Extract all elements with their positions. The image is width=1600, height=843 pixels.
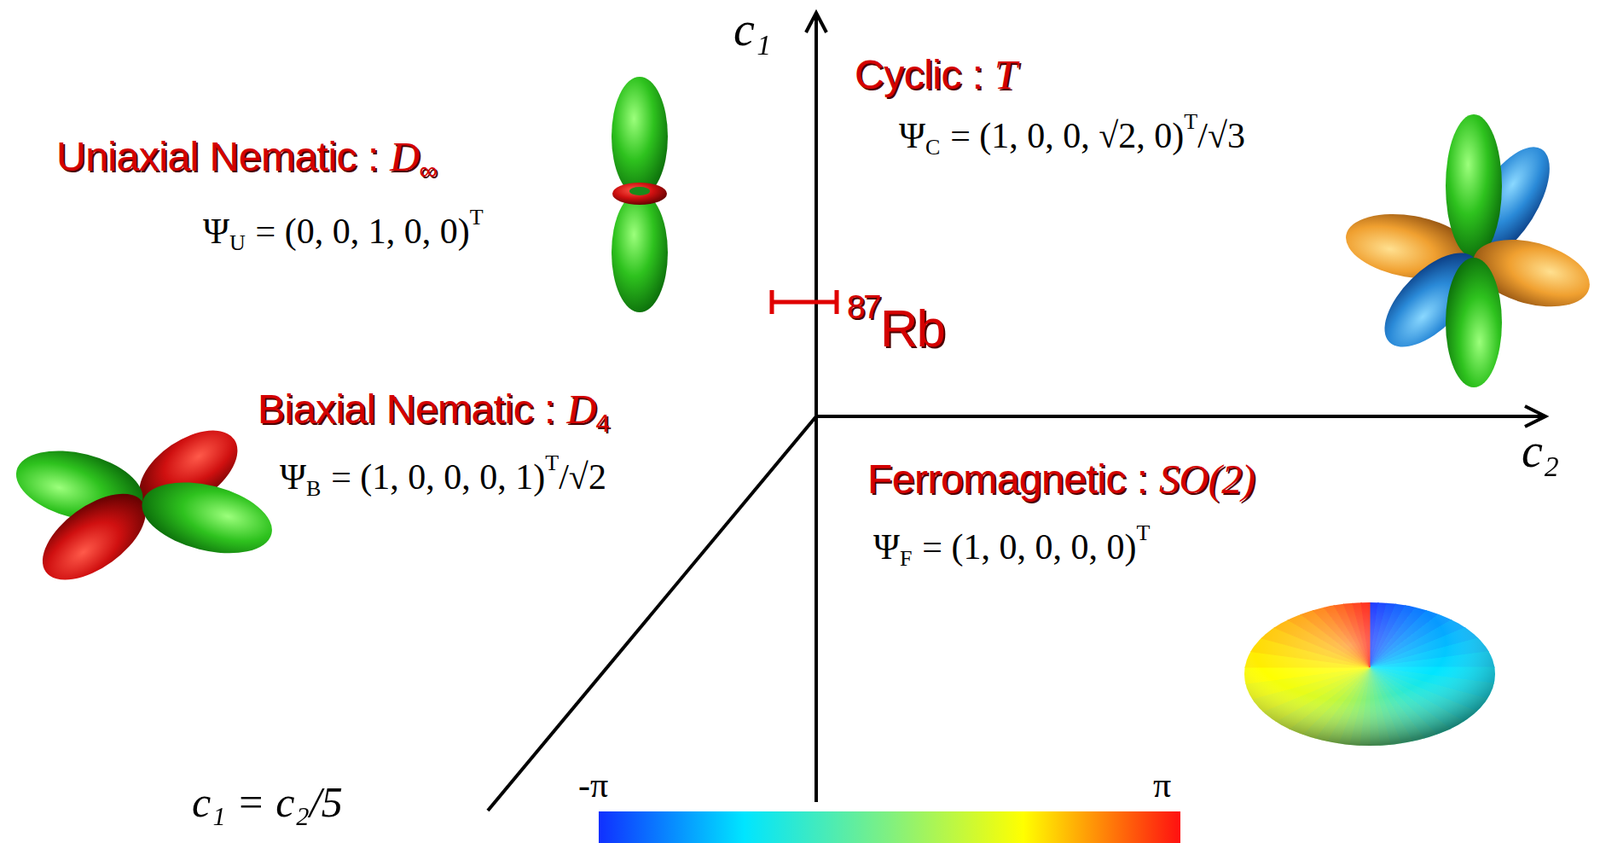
phase-formula-part: = (0, 0, 1, 0, 0) xyxy=(255,211,470,251)
phase-formula-part: F xyxy=(899,545,912,571)
biaxial-orbital xyxy=(8,413,279,597)
element-label-part: 87 xyxy=(846,288,881,325)
ferromagnetic-orbital xyxy=(1096,394,1600,843)
phase-title: Uniaxial Nematic :D∞ xyxy=(56,133,437,186)
orbital-shading xyxy=(1244,602,1496,746)
phase-title-part: Cyclic : xyxy=(854,52,984,98)
phase-formula-part: T xyxy=(1183,109,1198,134)
axis-label-part: c₂ xyxy=(1521,423,1560,477)
phase-title: Biaxial Nematic :D4 xyxy=(257,385,610,438)
phase-formula-part: C xyxy=(925,134,940,160)
element-label-part: Rb xyxy=(880,298,945,358)
phase-formula-part: Ψ xyxy=(898,115,926,156)
phase-title-part: D xyxy=(566,386,596,432)
axis-label: c₁ xyxy=(733,1,772,57)
phase-formula: ΨC = (1, 0, 0, √2, 0)T/√3 xyxy=(895,109,1249,161)
phase-title: Cyclic :T xyxy=(854,51,1017,99)
uniaxial-orbital xyxy=(611,76,668,313)
c2-axis xyxy=(816,414,1544,418)
phase-formula: ΨU = (0, 0, 1, 0, 0)T xyxy=(199,204,487,256)
phase-title-part: ∞ xyxy=(418,156,437,185)
phase-title-part: T xyxy=(994,52,1017,98)
cyclic-orbital xyxy=(1340,114,1597,388)
phase-formula-part: = (1, 0, 0, 0, 0) xyxy=(921,527,1137,567)
phase-formula-part: = (1, 0, 0, √2, 0) xyxy=(950,115,1184,156)
phase-formula: ΨB = (1, 0, 0, 0, 1)T/√2 xyxy=(276,450,610,502)
phase-formula-part: T xyxy=(469,204,484,230)
c1-axis xyxy=(814,13,818,802)
phase-title-part: 4 xyxy=(596,408,610,437)
phase-formula-part: /√3 xyxy=(1197,115,1246,156)
phase-title-part: Biaxial Nematic : xyxy=(257,386,556,432)
phase-title-part: D xyxy=(389,133,419,180)
phase-formula-part: T xyxy=(544,450,559,476)
phase-formula: ΨF = (1, 0, 0, 0, 0)T xyxy=(869,520,1154,572)
phase-formula-part: T xyxy=(1136,520,1150,545)
error-bar xyxy=(771,289,837,314)
phase-title-part: Uniaxial Nematic : xyxy=(56,133,379,180)
element-label: 87Rb xyxy=(846,288,945,359)
axis-arrowhead xyxy=(805,12,827,33)
phase-colorbar xyxy=(598,811,1181,843)
phase-formula-part: Ψ xyxy=(873,527,900,567)
phase-formula-part: /√2 xyxy=(558,457,607,497)
colorbar-tick-part: -π xyxy=(578,765,609,805)
phase-title: Ferromagnetic :SO(2) xyxy=(867,455,1255,503)
colorbar-tick: π xyxy=(1153,764,1172,806)
phase-formula-part: Ψ xyxy=(202,211,230,251)
boundary-label: c₁ = c₂/5 xyxy=(191,777,343,828)
phase-title-part: SO(2) xyxy=(1159,456,1255,502)
boundary-label-part: c₁ = c₂/5 xyxy=(191,777,343,826)
phase-formula-part: = (1, 0, 0, 0, 1) xyxy=(330,457,545,497)
phase-title-part: Ferromagnetic : xyxy=(867,456,1148,502)
axis-label-part: c₁ xyxy=(733,2,772,56)
colorbar-tick: -π xyxy=(578,764,609,806)
axes xyxy=(487,12,1546,811)
axis-arrowhead xyxy=(1524,405,1546,427)
phase-formula-part: B xyxy=(306,475,321,501)
axis-label: c₂ xyxy=(1521,423,1560,478)
phase-formula-part: Ψ xyxy=(279,457,307,497)
phase-formula-part: U xyxy=(229,230,246,256)
colorbar-tick-part: π xyxy=(1153,765,1172,805)
